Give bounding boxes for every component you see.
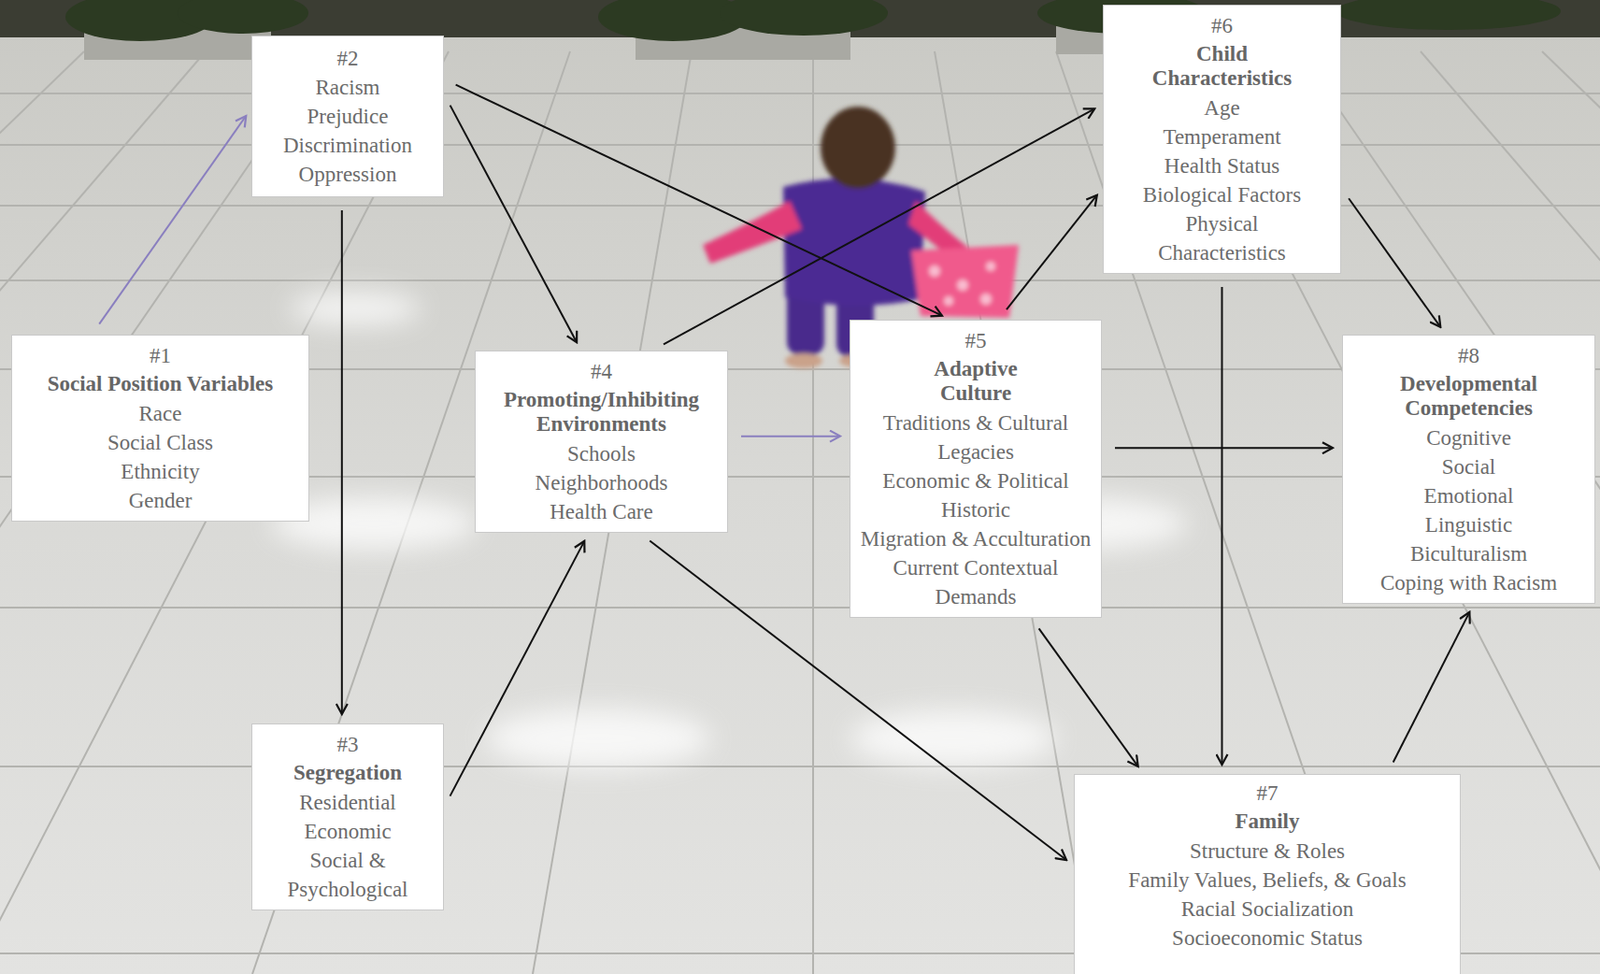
box-item: Racial Socialization — [1084, 894, 1451, 924]
box-heading: Social Position Variables — [17, 371, 303, 397]
box-item: Family Values, Beliefs, & Goals — [1084, 865, 1451, 895]
model-box: #8Developmental CompetenciesCognitiveSoc… — [1342, 334, 1596, 604]
box-item: Social Class — [17, 428, 303, 458]
flow-arrow — [1039, 628, 1139, 767]
model-box: #2RacismPrejudiceDiscriminationOppressio… — [251, 35, 444, 198]
box-item: Socioeconomic Status — [1084, 923, 1451, 953]
flow-arrow — [341, 210, 343, 715]
box-number: #3 — [261, 729, 434, 759]
flow-arrow — [1006, 195, 1098, 310]
box-item: Physical Characteristics — [1120, 209, 1324, 268]
box-item: Economic & Political Historic — [859, 466, 1092, 525]
box-heading: Segregation — [261, 760, 434, 786]
box-item: Race — [17, 399, 303, 429]
box-item: Health Status — [1120, 151, 1324, 181]
model-box: #1Social Position VariablesRaceSocial Cl… — [11, 334, 310, 522]
box-item: Gender — [17, 485, 303, 515]
box-heading: Developmental Competencies — [1352, 371, 1586, 421]
flow-arrow — [1393, 612, 1471, 763]
box-number: #8 — [1352, 341, 1586, 371]
box-item: Social & Psychological — [261, 845, 434, 904]
box-item: Oppression — [261, 159, 434, 189]
flow-arrow — [741, 435, 841, 438]
box-heading: Family — [1084, 809, 1451, 834]
flow-arrow — [1221, 286, 1224, 765]
box-item: Residential — [261, 787, 434, 817]
box-item: Biological Factors — [1120, 180, 1324, 210]
box-item: Current Contextual Demands — [859, 553, 1092, 612]
flow-arrow — [456, 85, 943, 316]
flow-arrow — [1348, 198, 1441, 328]
box-number: #2 — [261, 43, 434, 73]
box-item: Social — [1352, 452, 1586, 482]
box-number: #4 — [485, 357, 718, 386]
box-heading: Promoting/Inhibiting Environments — [489, 387, 715, 437]
box-item: Structure & Roles — [1084, 836, 1451, 866]
model-box: #3SegregationResidentialEconomicSocial &… — [251, 723, 444, 911]
planters — [0, 0, 1600, 60]
box-heading: Adaptive Culture — [905, 357, 1046, 406]
box-item: Discrimination — [261, 130, 434, 160]
flow-arrow — [663, 108, 1095, 344]
box-item: Coping with Racism — [1352, 568, 1586, 598]
flow-arrow — [99, 115, 246, 325]
box-number: #5 — [859, 326, 1092, 356]
box-item: Linguistic — [1352, 510, 1586, 540]
box-item: Ethnicity — [17, 457, 303, 486]
model-box: #6Child CharacteristicsAgeTemperamentHea… — [1102, 4, 1342, 274]
flow-arrow — [1114, 446, 1333, 449]
model-box: #7FamilyStructure & RolesFamily Values, … — [1073, 773, 1461, 974]
box-item: Racism — [261, 72, 434, 102]
box-number: #6 — [1120, 11, 1324, 41]
box-item: Schools — [485, 439, 718, 469]
box-item: Age — [1120, 93, 1324, 123]
box-item: Economic — [261, 816, 434, 846]
model-box: #5Adaptive CultureTraditions & Cultural … — [849, 319, 1102, 618]
flow-arrow — [450, 541, 586, 797]
box-item: Migration & Acculturation — [859, 524, 1092, 554]
box-number: #1 — [17, 341, 303, 371]
box-number: #7 — [1084, 778, 1451, 808]
floor-reflections — [271, 291, 1187, 769]
box-item: Emotional — [1352, 481, 1586, 511]
box-item: Cognitive — [1352, 423, 1586, 453]
flow-arrow — [450, 105, 578, 343]
model-box: #4Promoting/Inhibiting EnvironmentsSchoo… — [474, 350, 729, 533]
box-item: Biculturalism — [1352, 539, 1586, 569]
box-heading: Child Characteristics — [1138, 42, 1307, 91]
box-item: Traditions & Cultural Legacies — [859, 408, 1092, 467]
box-item: Neighborhoods — [485, 468, 718, 498]
box-item: Health Care — [485, 497, 718, 527]
box-item: Prejudice — [261, 101, 434, 131]
box-item: Temperament — [1120, 122, 1324, 152]
